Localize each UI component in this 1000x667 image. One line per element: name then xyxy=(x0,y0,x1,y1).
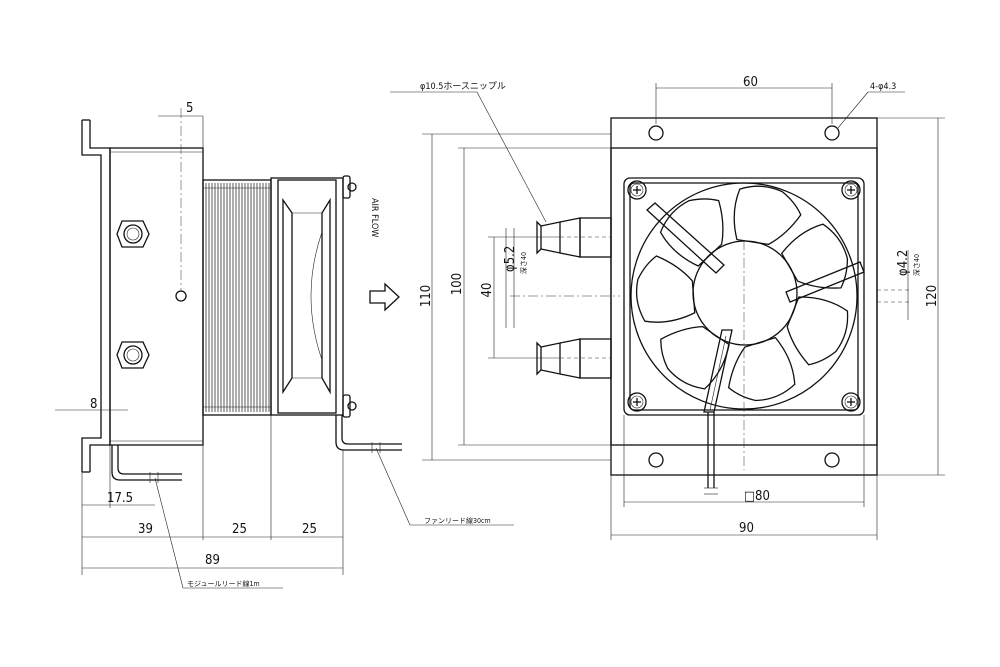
heat-sink xyxy=(202,179,272,416)
dim-port-pitch: 40 xyxy=(480,283,495,298)
flange-inner-edge xyxy=(89,120,111,472)
screw-icon xyxy=(841,392,861,412)
screw-icon xyxy=(841,180,861,200)
fan-blade xyxy=(727,336,796,402)
fan-blade xyxy=(786,296,849,366)
dim-hole-depth: 深さ40 xyxy=(912,254,921,276)
dim-fan-depth: 25 xyxy=(302,522,317,537)
front-view: 60 4-φ4.3 φ10.5ホースニップル 110 100 40 φ5.2 深… xyxy=(390,75,945,540)
upper-hose-nipple xyxy=(536,217,612,258)
lower-nipple-fitting xyxy=(116,341,150,369)
airflow-label: AIR FLOW xyxy=(369,198,379,237)
fan-lead-note: ファンリード線30cm xyxy=(424,516,491,525)
dim-fan-width: □80 xyxy=(744,489,770,504)
mount-hole xyxy=(648,125,664,141)
dim-hole-pitch: 60 xyxy=(743,75,758,90)
screw-icon xyxy=(627,180,647,200)
fan-blade xyxy=(659,198,724,267)
fan-blade xyxy=(733,185,802,246)
screw-icon xyxy=(627,392,647,412)
fan-blade xyxy=(635,255,696,323)
lower-hose-nipple xyxy=(536,338,612,379)
dim-flange-thickness: 8 xyxy=(90,397,97,412)
dim-overall-height: 120 xyxy=(925,285,940,307)
fan-strut xyxy=(646,202,725,274)
fan-lead-wire xyxy=(335,415,402,451)
dim-plate-height: 110 xyxy=(419,285,434,307)
mounting-flange xyxy=(81,120,102,472)
cooling-block xyxy=(109,147,204,446)
fan-blade xyxy=(780,223,849,289)
fan-blades xyxy=(635,185,849,402)
dim-plate-width: 90 xyxy=(739,521,754,536)
dim-inner-height: 100 xyxy=(450,273,465,295)
dim-heatsink-depth: 25 xyxy=(232,522,247,537)
mount-hole xyxy=(824,452,840,468)
dim-nipple-dia: φ5.2 xyxy=(503,246,518,272)
mount-hole xyxy=(824,125,840,141)
fan-side xyxy=(270,175,357,418)
module-lead-note: モジュールリード線1m xyxy=(187,579,260,588)
module-lead-wire xyxy=(111,445,182,481)
dim-hole-dia: φ4.2 xyxy=(896,250,911,276)
mount-hole xyxy=(648,452,664,468)
mount-holes-callout: 4-φ4.3 xyxy=(870,82,896,92)
side-view: AIR FLOW 5 8 17.5 39 25 25 89 モジュー xyxy=(55,101,514,589)
dim-top-offset: 5 xyxy=(186,101,193,116)
dim-block-depth: 39 xyxy=(138,522,153,537)
hose-nipple-callout: φ10.5ホースニップル xyxy=(420,81,506,92)
dim-overall-depth: 89 xyxy=(205,553,220,568)
dim-nipple-depth: 深さ40 xyxy=(519,252,528,274)
fan-blade xyxy=(660,325,730,390)
fan-hub xyxy=(692,240,798,346)
sensor-hole xyxy=(175,290,187,302)
dim-bracket-offset: 17.5 xyxy=(107,491,133,506)
arrow-right-icon xyxy=(369,282,400,312)
upper-nipple-fitting xyxy=(116,220,150,248)
